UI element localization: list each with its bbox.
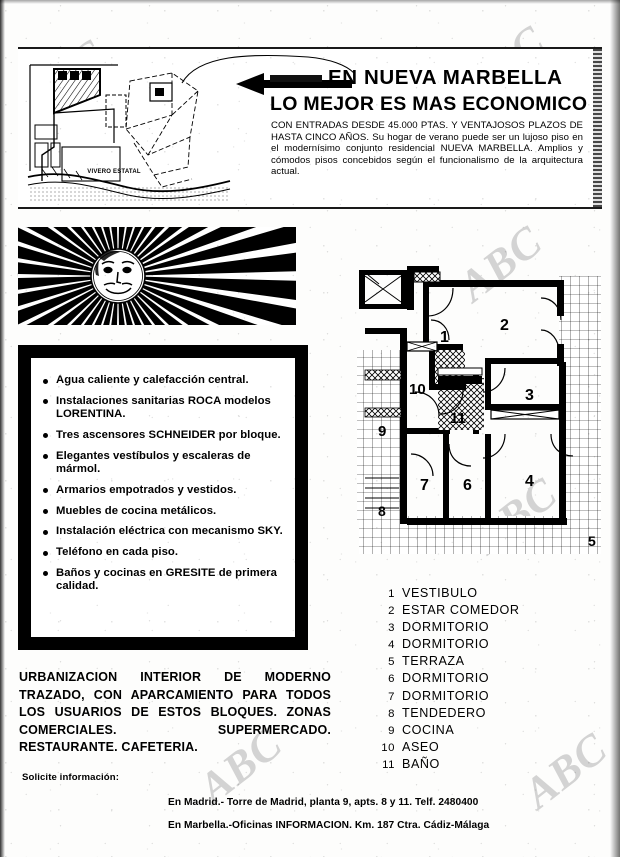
floorplan-svg: 1 2 3 4 5 6 7 8 9 10 11	[357, 266, 601, 554]
footer-office-madrid: En Madrid.- Torre de Madrid, planta 9, a…	[168, 797, 479, 808]
list-item: Muebles de cocina metálicos.	[41, 505, 283, 518]
features-list: Agua caliente y calefacción central. Ins…	[41, 374, 283, 594]
svg-text:5: 5	[588, 533, 596, 549]
legend-label: DORMITORIO	[402, 637, 490, 652]
leader-line-icon	[181, 54, 355, 84]
scan-edge-top	[0, 0, 620, 4]
header-banner: VIVERO ESTATAL EN NUEVA MARBELLA LO MEJO…	[18, 47, 602, 209]
legend-label: DORMITORIO	[402, 671, 490, 686]
list-item: Instalación eléctrica con mecanismo SKY.	[41, 525, 283, 538]
legend-label: COCINA	[402, 722, 455, 737]
legend-row: 3 DORMITORIO	[375, 619, 590, 636]
legend-row: 1 VESTIBULO	[375, 585, 590, 602]
svg-text:4: 4	[525, 473, 534, 490]
header-body-copy: CON ENTRADAS DESDE 45.000 PTAS. Y VENTAJ…	[271, 120, 583, 178]
headline-primary: EN NUEVA MARBELLA	[328, 66, 563, 89]
legend-number: 1	[388, 588, 395, 600]
list-item: Elegantes vestíbulos y escaleras de márm…	[41, 450, 283, 477]
legend-label: VESTIBULO	[402, 586, 478, 600]
legend-label: DORMITORIO	[402, 620, 490, 635]
svg-text:2: 2	[500, 317, 509, 334]
list-item: Armarios empotrados y vestidos.	[41, 484, 283, 497]
list-item: Teléfono en cada piso.	[41, 546, 283, 559]
list-item: Tres ascensores SCHNEIDER por bloque.	[41, 429, 283, 442]
legend-row: 2 ESTAR COMEDOR	[375, 602, 590, 619]
legend-number: 3	[388, 622, 395, 635]
urbanization-paragraph: URBANIZACION INTERIOR DE MODERNO TRAZADO…	[19, 670, 331, 755]
legend-number: 7	[388, 690, 395, 703]
legend-label: TERRAZA	[402, 654, 465, 669]
legend-row: 8 TENDEDERO	[375, 705, 590, 722]
legend-row: 4 DORMITORIO	[375, 636, 590, 653]
floorplan-drawing: 1 2 3 4 5 6 7 8 9 10 11	[345, 258, 603, 558]
legend-label: TENDEDERO	[402, 705, 487, 720]
legend-label: ESTAR COMEDOR	[402, 603, 520, 618]
list-item: Instalaciones sanitarias ROCA modelos LO…	[41, 395, 283, 422]
legend-number: 5	[388, 656, 395, 669]
legend-row: 7 DORMITORIO	[375, 688, 590, 705]
floorplan-legend: 1 VESTIBULO 2 ESTAR COMEDOR 3 DORMITORIO…	[375, 585, 590, 773]
legend-row: 6 DORMITORIO	[375, 670, 590, 687]
svg-text:3: 3	[525, 387, 534, 404]
legend-number: 8	[388, 707, 395, 720]
sunburst-graphic	[18, 227, 296, 325]
svg-text:10: 10	[409, 381, 426, 398]
sun-face-icon	[18, 227, 296, 325]
svg-text:8: 8	[378, 503, 386, 519]
legend-number: 9	[388, 724, 395, 737]
svg-text:1: 1	[440, 329, 449, 346]
legend-number: 2	[388, 605, 395, 618]
footer-office-marbella: En Marbella.-Oficinas INFORMACION. Km. 1…	[168, 820, 490, 831]
headline-secondary: LO MEJOR ES MAS ECONOMICO	[270, 93, 588, 115]
legend-number: 4	[388, 639, 395, 652]
arrow-left-icon	[236, 73, 352, 95]
legend-number: 11	[382, 758, 395, 771]
features-box: Agua caliente y calefacción central. Ins…	[18, 345, 308, 650]
list-item: Baños y cocinas en GRESITE de primera ca…	[41, 567, 283, 594]
list-item: Agua caliente y calefacción central.	[41, 374, 283, 387]
svg-text:7: 7	[420, 477, 429, 494]
features-box-inner: Agua caliente y calefacción central. Ins…	[31, 358, 295, 637]
locator-map-drawing	[27, 64, 231, 201]
legend-label: BAÑO	[402, 756, 440, 771]
headline-rule	[270, 75, 322, 82]
legend-row: 5 TERRAZA	[375, 653, 590, 670]
svg-text:11: 11	[450, 410, 466, 427]
scan-edge-right	[610, 0, 620, 857]
map-label-vivero-estatal: VIVERO ESTATAL	[87, 169, 141, 175]
legend-row: 10 ASEO	[375, 739, 590, 756]
scan-edge-artifact	[593, 49, 602, 207]
svg-text:9: 9	[378, 423, 386, 440]
legend-label: DORMITORIO	[402, 688, 490, 703]
legend-number: 10	[381, 741, 395, 754]
legend-row: 11 BAÑO	[375, 756, 590, 773]
legend-label: ASEO	[402, 739, 440, 754]
legend-row: 9 COCINA	[375, 722, 590, 739]
footer-cta-label: Solicite información:	[22, 772, 119, 783]
legend-number: 6	[388, 673, 395, 686]
scan-edge-left	[0, 0, 5, 857]
svg-text:6: 6	[463, 477, 472, 494]
locator-map: VIVERO ESTATAL	[22, 51, 232, 203]
